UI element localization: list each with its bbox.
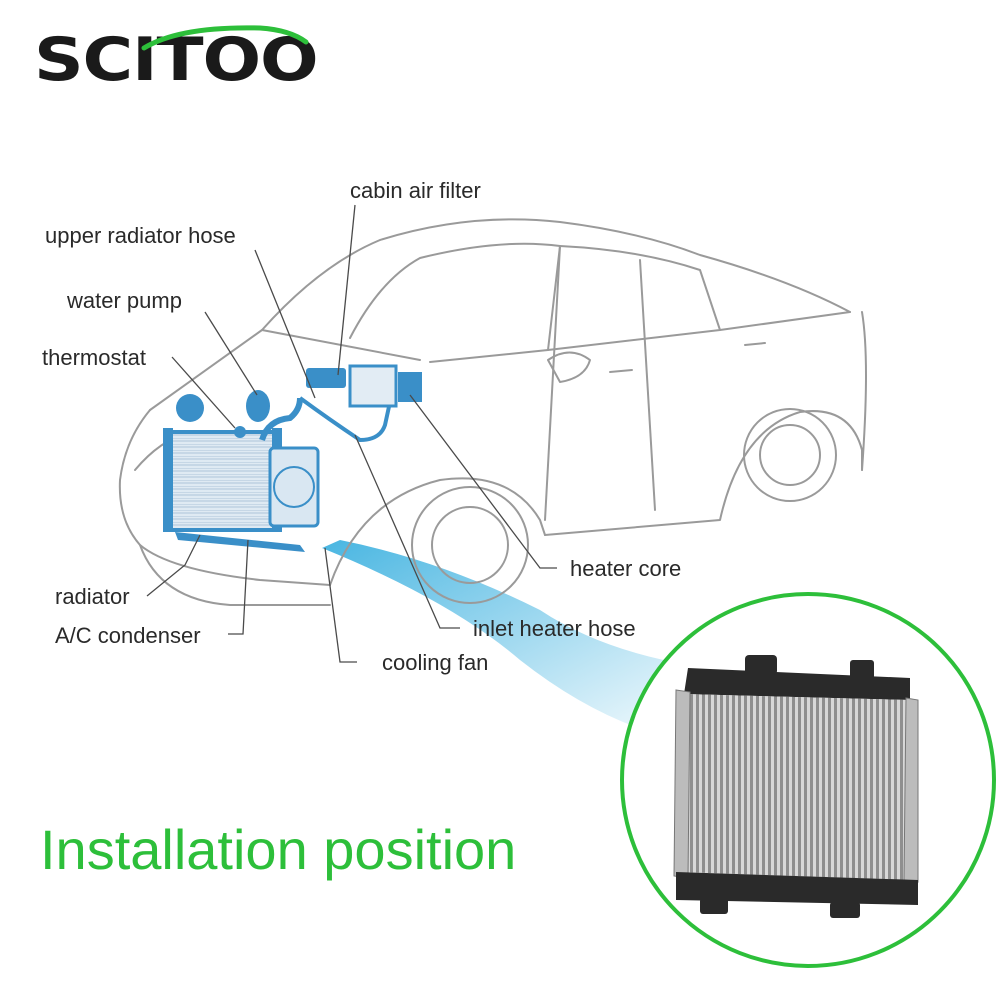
label-thermostat: thermostat <box>42 345 146 370</box>
logo-swoosh-icon <box>141 25 309 51</box>
car-outline <box>118 218 867 606</box>
label-upper-radiator-hose: upper radiator hose <box>45 223 236 248</box>
label-heater-core: heater core <box>570 556 682 581</box>
brand-logo: SCITOO <box>34 25 319 95</box>
headline: Installation position <box>40 818 517 881</box>
radiator-inset <box>620 592 996 968</box>
label-cabin-air-filter: cabin air filter <box>350 178 481 203</box>
label-water-pump: water pump <box>67 288 182 313</box>
label-ac-condenser: A/C condenser <box>55 623 201 648</box>
leader-lines <box>146 204 557 663</box>
label-cooling-fan: cooling fan <box>382 650 489 675</box>
label-radiator: radiator <box>55 584 130 609</box>
label-inlet-heater-hose: inlet heater hose <box>473 616 636 641</box>
highlight-beam <box>322 540 690 735</box>
cooling-components <box>163 364 422 552</box>
